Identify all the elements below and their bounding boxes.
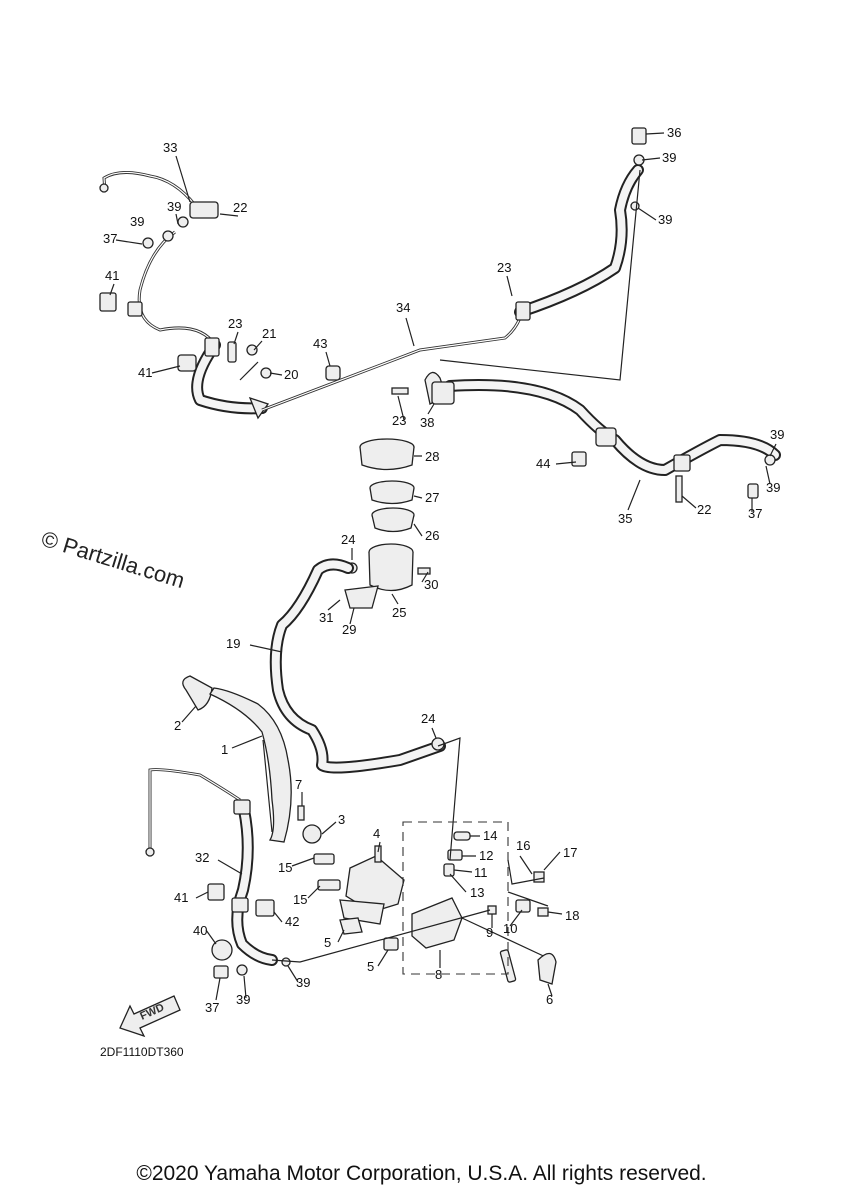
callout-43: 43 [313,336,327,351]
callout-8: 8 [435,967,442,982]
callout-22: 22 [233,200,247,215]
brake-hose-upper-left [99,216,270,420]
callout-39: 39 [296,975,310,990]
callout-2: 2 [174,718,181,733]
callout-29: 29 [342,622,356,637]
callout-23: 23 [228,316,242,331]
callout-39: 39 [662,150,676,165]
diagram-code: 2DF1110DT360 [100,1045,184,1059]
callout-22: 22 [697,502,711,517]
callout-numbers: 33 22 39 39 37 41 41 23 21 20 43 34 23 2… [103,125,784,1015]
callout-23: 23 [392,413,406,428]
callout-39: 39 [130,214,144,229]
callout-35: 35 [618,511,632,526]
brake-hose-35 [444,379,781,503]
callout-24: 24 [421,711,435,726]
callout-44: 44 [536,456,550,471]
callout-1: 1 [221,742,228,757]
callout-27: 27 [425,490,439,505]
callout-9: 9 [486,925,493,940]
callout-33: 33 [163,140,177,155]
callout-25: 25 [392,605,406,620]
callout-15: 15 [293,892,307,907]
callout-31: 31 [319,610,333,625]
callout-39: 39 [167,199,181,214]
callout-41: 41 [174,890,188,905]
callout-39: 39 [770,427,784,442]
callout-17: 17 [563,845,577,860]
callout-11: 11 [474,865,488,880]
reservoir-hose-19 [269,558,446,774]
reservoir-tank-25 [344,543,431,609]
hose-joint-38 [391,371,455,405]
callout-30: 30 [424,577,438,592]
callout-41: 41 [105,268,119,283]
callout-4: 4 [373,826,380,841]
callout-24: 24 [341,532,355,547]
master-cylinder-8 [411,737,553,961]
callout-13: 13 [470,885,484,900]
callout-20: 20 [284,367,298,382]
copyright-notice: ©2020 Yamaha Motor Corporation, U.S.A. A… [136,1162,707,1185]
fitting-leader-lines [507,859,549,907]
brake-hose-33 [99,171,219,219]
callout-39: 39 [236,992,250,1007]
callout-12: 12 [479,848,493,863]
callout-26: 26 [425,528,439,543]
pedal-pivot-3-4-15 [313,845,405,951]
callout-34: 34 [396,300,410,315]
callout-38: 38 [420,415,434,430]
forward-arrow-icon: FWD [119,995,181,1038]
callout-7: 7 [295,777,302,792]
callout-40: 40 [193,923,207,938]
callout-32: 32 [195,850,209,865]
callout-5: 5 [367,959,374,974]
push-rod-6 [499,949,557,985]
callout-3: 3 [338,812,345,827]
callout-37: 37 [748,506,762,521]
callout-14: 14 [483,828,497,843]
callout-21: 21 [262,326,276,341]
callout-6: 6 [546,992,553,1007]
watermark: © Partzilla.com [39,526,188,593]
callout-19: 19 [226,636,240,651]
callout-16: 16 [516,838,530,853]
callout-leader-lines [109,132,777,1001]
brake-hose-upper-right [439,127,647,381]
brake-pedal-1 [182,675,322,844]
callout-23: 23 [497,260,511,275]
dashed-group-outline [402,821,509,975]
brake-pipe-34 [261,317,522,412]
callout-36: 36 [667,125,681,140]
callout-15: 15 [278,860,292,875]
callout-18: 18 [565,908,579,923]
callout-41: 41 [138,365,152,380]
diaphragm-27 [369,480,415,505]
callout-37: 37 [205,1000,219,1015]
callout-5: 5 [324,935,331,950]
small-fittings-20-21-23 [227,341,341,381]
callout-42: 42 [285,914,299,929]
callout-37: 37 [103,231,117,246]
plate-26 [371,507,415,533]
callout-39: 39 [766,480,780,495]
brake-hose-32 [145,768,491,979]
callout-28: 28 [425,449,439,464]
callout-10: 10 [503,921,517,936]
reservoir-cap-28 [359,438,415,471]
callout-39: 39 [658,212,672,227]
